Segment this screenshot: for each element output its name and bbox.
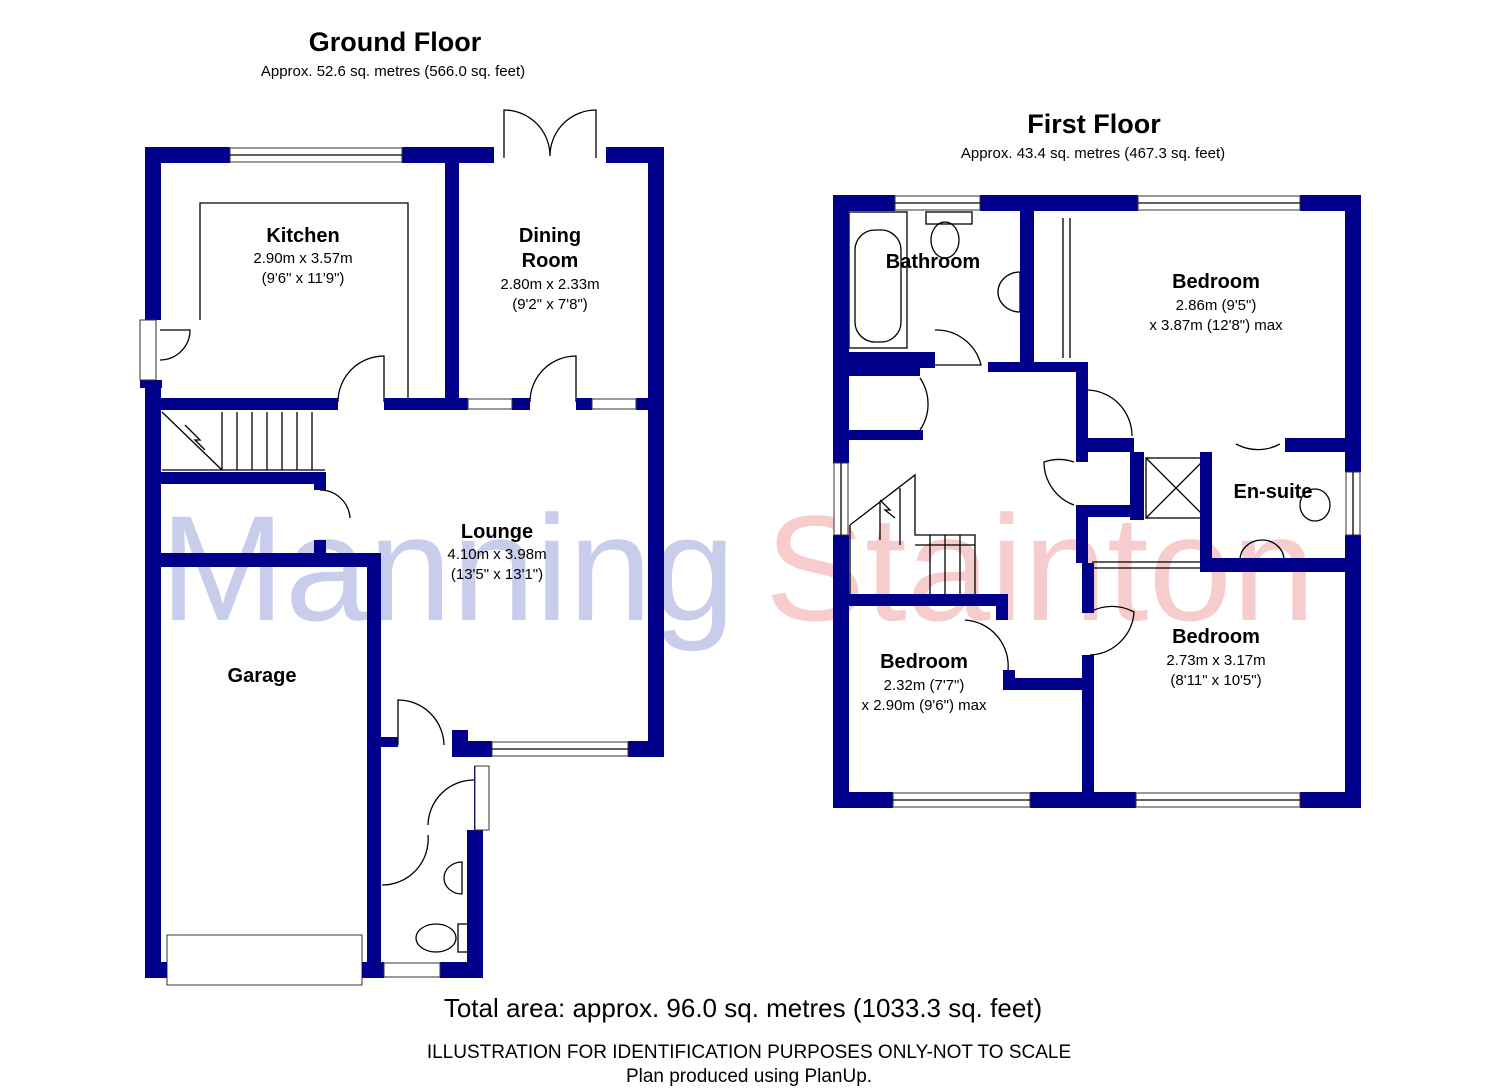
toilet-cistern: [925, 211, 973, 225]
credit: Plan produced using PlanUp.: [626, 1066, 872, 1087]
first-floor-plan: [833, 195, 1361, 808]
bedroom2-dim-1: 2.32m (7'7"): [884, 677, 965, 694]
dining-dim-imperial: (9'2" x 7'8"): [512, 296, 588, 313]
kitchen-door: [337, 355, 385, 403]
bedroom1-dim-2: x 3.87m (12'8") max: [1149, 317, 1283, 334]
first-floor-stairs: [849, 473, 976, 596]
ground-floor-plan: [139, 109, 664, 986]
kitchen-dim-imperial: (9'6" x 11'9"): [262, 270, 345, 287]
lounge-dim-imperial: (13'5" x 13'1"): [451, 566, 543, 583]
dining-label-2: Room: [522, 250, 579, 272]
bedroom1-dim-1: 2.86m (9'5"): [1176, 297, 1257, 314]
bedroom3-label: Bedroom: [1172, 626, 1260, 648]
front-door-swing: [397, 699, 445, 746]
porch-door-swing: [427, 779, 475, 826]
footer: Total area: approx. 96.0 sq. metres (103…: [427, 993, 1071, 1087]
bedroom2-dim-2: x 2.90m (9'6") max: [862, 697, 987, 714]
cupboard-door-swing: [919, 377, 929, 431]
bedroom3-door-swing: [1089, 605, 1135, 656]
ground-floor-title: Ground Floor: [309, 27, 482, 57]
kitchen-back-door: [159, 329, 191, 361]
bath-icon: [848, 211, 908, 349]
ensuite-basin-icon: [1239, 539, 1285, 561]
first-floor-title: First Floor: [1027, 109, 1161, 139]
first-floor-fixtures: [848, 211, 1331, 671]
dining-door: [529, 355, 577, 403]
ground-floor-walls: [140, 147, 664, 978]
dining-label-1: Dining: [519, 225, 581, 247]
wc-toilet-icon: [415, 923, 457, 953]
kitchen-label: Kitchen: [266, 225, 339, 247]
bedroom2-label: Bedroom: [880, 651, 968, 673]
bedroom3-dim-2: (8'11" x 10'5"): [1170, 672, 1261, 689]
bathroom-label: Bathroom: [886, 251, 980, 273]
kitchen-worktop: [199, 202, 409, 400]
ground-floor-labels: Ground Floor Approx. 52.6 sq. metres (56…: [228, 27, 600, 687]
kitchen-dim-metric: 2.90m x 3.57m: [253, 250, 352, 267]
watermark-text-1: Manning: [160, 484, 735, 652]
bedroom2-door-swing: [964, 619, 1009, 671]
ensuite-door-swing: [1235, 443, 1281, 451]
wc-door-swing: [381, 834, 429, 886]
lounge-label: Lounge: [461, 521, 533, 543]
disclaimer: ILLUSTRATION FOR IDENTIFICATION PURPOSES…: [427, 1042, 1071, 1063]
bedroom3-dim-1: 2.73m x 3.17m: [1166, 652, 1265, 669]
dining-dim-metric: 2.80m x 2.33m: [500, 276, 599, 293]
ground-floor-fixtures: [159, 109, 597, 986]
bathroom-door-swing: [934, 329, 982, 366]
landing-door-swing: [1043, 458, 1075, 506]
basin-icon: [997, 271, 1021, 313]
ground-stairs: [161, 411, 325, 471]
bedroom1-label: Bedroom: [1172, 271, 1260, 293]
ground-floor-area: Approx. 52.6 sq. metres (566.0 sq. feet): [261, 63, 525, 80]
bedroom1-door-swing: [1087, 389, 1133, 437]
toilet-icon: [930, 221, 960, 259]
lounge-dim-metric: 4.10m x 3.98m: [447, 546, 546, 563]
first-floor-windows: [833, 195, 1361, 808]
first-floor-labels: First Floor Approx. 43.4 sq. metres (467…: [862, 109, 1313, 714]
ground-floor-windows: [139, 147, 637, 978]
garage-door-swing: [319, 489, 351, 519]
total-area: Total area: approx. 96.0 sq. metres (103…: [444, 993, 1042, 1023]
garage-label: Garage: [228, 665, 297, 687]
first-floor-walls: [833, 195, 1361, 808]
wc-basin-icon: [443, 861, 463, 895]
ensuite-label: En-suite: [1234, 481, 1313, 503]
first-floor-area: Approx. 43.4 sq. metres (467.3 sq. feet): [961, 145, 1225, 162]
ensuite-toilet-icon: [1299, 488, 1331, 522]
patio-doors: [503, 109, 597, 158]
garage-up-door: [166, 934, 363, 986]
